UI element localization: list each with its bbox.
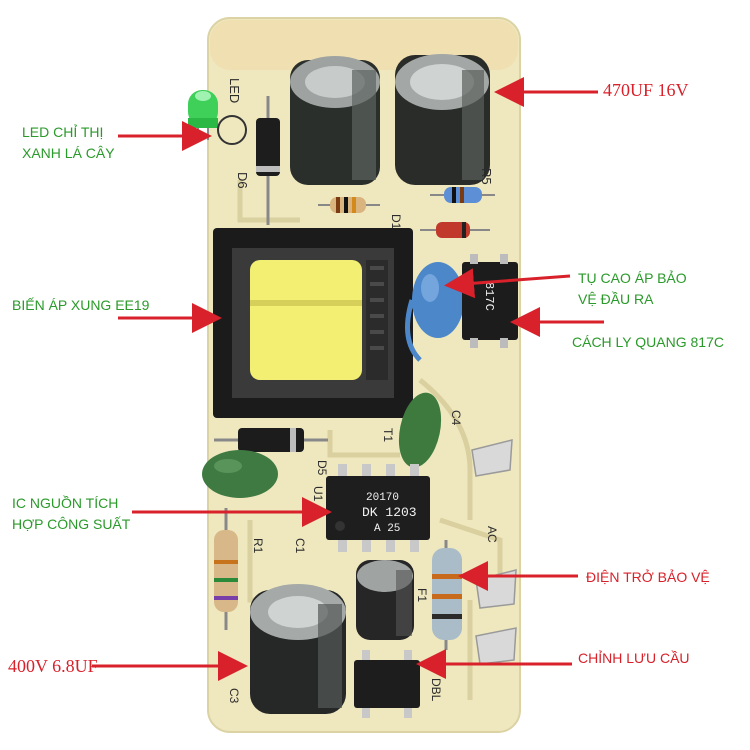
capacitor-470uf-right — [395, 54, 490, 185]
silk-dbl: DBL — [429, 678, 443, 702]
label-led-line1: LED CHỈ THỊ — [22, 124, 104, 140]
small-electrolytic-capacitor — [356, 560, 414, 640]
transformer-ee19 — [213, 228, 413, 418]
resistor-r5 — [430, 187, 495, 203]
label-optocoupler: CÁCH LY QUANG 817C — [572, 334, 724, 350]
green-ceramic-capacitor-right — [398, 392, 442, 468]
label-400v-6-8uf: 400V 6.8UF — [8, 656, 98, 676]
silk-c1: C1 — [293, 538, 307, 554]
led-silk-ring — [217, 115, 247, 145]
silk-u1: U1 — [311, 486, 325, 502]
diode-d1 — [420, 222, 490, 238]
ic-marking-line3: A 25 — [374, 523, 400, 535]
label-ic-line2: HỢP CÔNG SUẤT — [12, 516, 131, 532]
label-hv-cap-line1: TỤ CAO ÁP BẢO — [578, 270, 687, 286]
diode-d5 — [214, 428, 328, 452]
label-led-line2: XANH LÁ CÂY — [22, 145, 115, 161]
optocoupler-817c: 817C — [462, 254, 518, 348]
silk-f1: F1 — [415, 588, 429, 602]
opto-marking: 817C — [482, 282, 496, 311]
capacitor-470uf-left — [290, 56, 380, 185]
label-hv-cap-line2: VỆ ĐẦU RA — [578, 291, 654, 307]
fuse-resistor-f1 — [432, 540, 462, 650]
silk-c4: C4 — [449, 410, 463, 426]
silk-led: LED — [227, 78, 242, 103]
ic-marking-line2: DK 1203 — [362, 505, 417, 520]
resistor-r1 — [214, 508, 238, 630]
ac-terminals — [471, 439, 517, 665]
label-protection-resistor: ĐIỆN TRỞ BẢO VỆ — [586, 569, 710, 585]
green-ceramic-capacitor-left — [202, 450, 278, 498]
label-470uf-16v: 470UF 16V — [603, 80, 689, 100]
silk-d1: D1 — [389, 214, 403, 230]
diode-d6 — [256, 96, 280, 225]
silk-r5: R5 — [479, 168, 494, 185]
ic-marking-line1: 20170 — [366, 492, 399, 504]
capacitor-400v-6-8uf — [250, 584, 346, 714]
silk-d6: D6 — [235, 172, 250, 189]
label-ic-line1: IC NGUỒN TÍCH — [12, 495, 119, 511]
label-bridge-rectifier: CHỈNH LƯU CẦU — [578, 650, 690, 666]
ic-dk1203: 20170 DK 1203 A 25 — [326, 464, 430, 552]
silk-t1: T1 — [381, 428, 395, 442]
silk-d5: D5 — [315, 460, 329, 476]
label-transformer: BIẾN ÁP XUNG EE19 — [12, 297, 150, 313]
silk-r1: R1 — [251, 538, 265, 554]
silk-c3: C3 — [227, 688, 241, 704]
resistor-small — [318, 197, 380, 213]
silk-ac: AC — [485, 526, 499, 543]
bridge-rectifier — [354, 650, 420, 718]
